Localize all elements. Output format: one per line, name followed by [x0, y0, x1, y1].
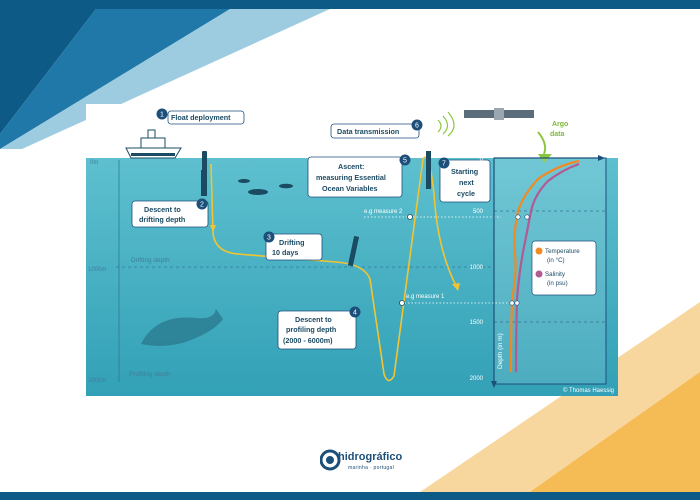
step-7-label-line-2: next: [459, 178, 474, 187]
argo-label-line-2: data: [550, 131, 565, 138]
profile-y-axis-label: Depth (in m): [497, 333, 504, 369]
legend-salinity-line-1: Salinity: [545, 271, 566, 278]
salinity-profile-line: [514, 162, 580, 373]
argo-data-arrow: [537, 131, 547, 155]
fish-icon: [248, 189, 268, 195]
step-5: 5 Ascent: measuring Essential Ocean Vari…: [307, 154, 411, 198]
float-body-icon: [201, 170, 207, 196]
satellite-icon: [464, 108, 534, 120]
step-5-label-line-2: measuring Essential: [316, 173, 386, 182]
step-7-number: 7: [442, 161, 446, 168]
legend-temperature-swatch: [535, 247, 543, 255]
profile-measure-2-sal: [524, 214, 530, 220]
step-3-label-line-1: Drifting: [279, 238, 305, 247]
step-2-label-line-1: Descent to: [144, 205, 181, 214]
step-2-number: 2: [200, 202, 204, 209]
profile-tick-2000: 2000: [470, 376, 484, 382]
step-2: 2 Descent to drifting depth: [131, 198, 209, 228]
step-3-number-overlay: 3: [267, 235, 271, 242]
drifting-float-icon: [347, 235, 360, 267]
step-4-number: 4: [353, 310, 357, 317]
profiling-depth-label: Profiling depth: [129, 371, 171, 378]
measure-1-marker: [399, 300, 405, 306]
signal-waves-icon: [437, 111, 455, 137]
ship-icon: [125, 129, 182, 159]
step-7-label-line-3: cycle: [457, 189, 475, 198]
step-1-label: Float deployment: [171, 113, 231, 122]
fish-icon: [279, 183, 293, 189]
step-4-label-line-1: Descent to: [295, 315, 332, 324]
temperature-profile-line: [509, 159, 580, 373]
profile-measure-2-temp: [515, 214, 521, 220]
step-4-label-line-3: (2000 - 6000m): [283, 336, 333, 345]
bottom-bar: [0, 492, 700, 500]
hidrografico-logo: [320, 449, 341, 471]
step-1-number: 1: [160, 112, 164, 119]
logo-sub: marinha · portugal: [348, 465, 394, 471]
profile-chart: 0 500 1000 1500 2000 Depth (in m) Temper…: [470, 155, 607, 388]
whale-icon: [141, 309, 223, 346]
profile-tick-500: 500: [473, 209, 484, 215]
logo-name: hidrográfico: [338, 451, 403, 463]
depth-2000m: 2000m: [88, 378, 106, 384]
image-credit: © Thomas Haessig: [563, 387, 614, 394]
measure-2-label: e.g measure 2: [364, 209, 403, 215]
step-5-label-line-1: Ascent:: [338, 162, 364, 171]
step-4-label-line-2: profiling depth: [286, 325, 336, 334]
profile-legend: [531, 240, 597, 296]
legend-salinity-swatch: [535, 270, 543, 278]
profile-tick-0: 0: [480, 157, 484, 163]
step-7-label-line-1: Starting: [451, 167, 478, 176]
legend-temperature-line-2: (in °C): [547, 257, 565, 264]
legend-temperature-line-1: Temperature: [545, 248, 580, 255]
argo-label-line-1: Argo: [552, 121, 568, 128]
step-5-number: 5: [403, 158, 407, 165]
step-7: 7 Starting next cycle: [438, 157, 491, 203]
bottom-right-decoration: [420, 302, 700, 492]
sea: [86, 158, 618, 396]
profile-measure-1-sal: [514, 300, 520, 306]
drifting-depth-label: Drifting depth: [131, 257, 170, 264]
legend-salinity-line-2: (in psu): [547, 280, 568, 287]
profile-tick-1000: 1000: [470, 265, 484, 271]
profile-tick-1500: 1500: [470, 320, 484, 326]
step-6: 6 Data transmission: [330, 119, 423, 139]
step-4: 4 Descent to profiling depth (2000 - 600…: [277, 306, 361, 350]
step-1: 1 Float deployment: [156, 108, 245, 125]
measure-1-label: e.g measure 1: [406, 294, 445, 300]
profile-measure-1-temp: [509, 300, 515, 306]
top-bar: [0, 0, 700, 9]
step-6-number: 6: [415, 123, 419, 130]
top-left-decoration: [0, 9, 330, 149]
depth-1000m: 1000m: [88, 267, 106, 273]
fish-icon: [238, 179, 250, 183]
step-3-label-line-2: 10 days: [272, 248, 298, 257]
argo-float-cycle-diagram: 0m 1000m 2000m Drifting depth Profiling …: [86, 104, 618, 396]
step-5-label-line-3: Ocean Variables: [322, 184, 378, 193]
surfacing-float-icon: [426, 151, 431, 189]
float-icon: [202, 151, 207, 171]
trajectory-arrow-1: [210, 225, 216, 232]
float-trajectory: [210, 156, 459, 382]
step-3: 3 3 Drifting 10 days: [263, 231, 323, 261]
step-2-label-line-2: drifting depth: [139, 215, 185, 224]
depth-0m: 0m: [90, 160, 98, 166]
profile-y-axis-arrow: [491, 381, 497, 388]
step-6-label: Data transmission: [337, 127, 399, 136]
trajectory-arrow-2: [452, 283, 460, 291]
measure-2-marker: [407, 214, 413, 220]
profile-x-axis-arrow: [598, 155, 605, 161]
